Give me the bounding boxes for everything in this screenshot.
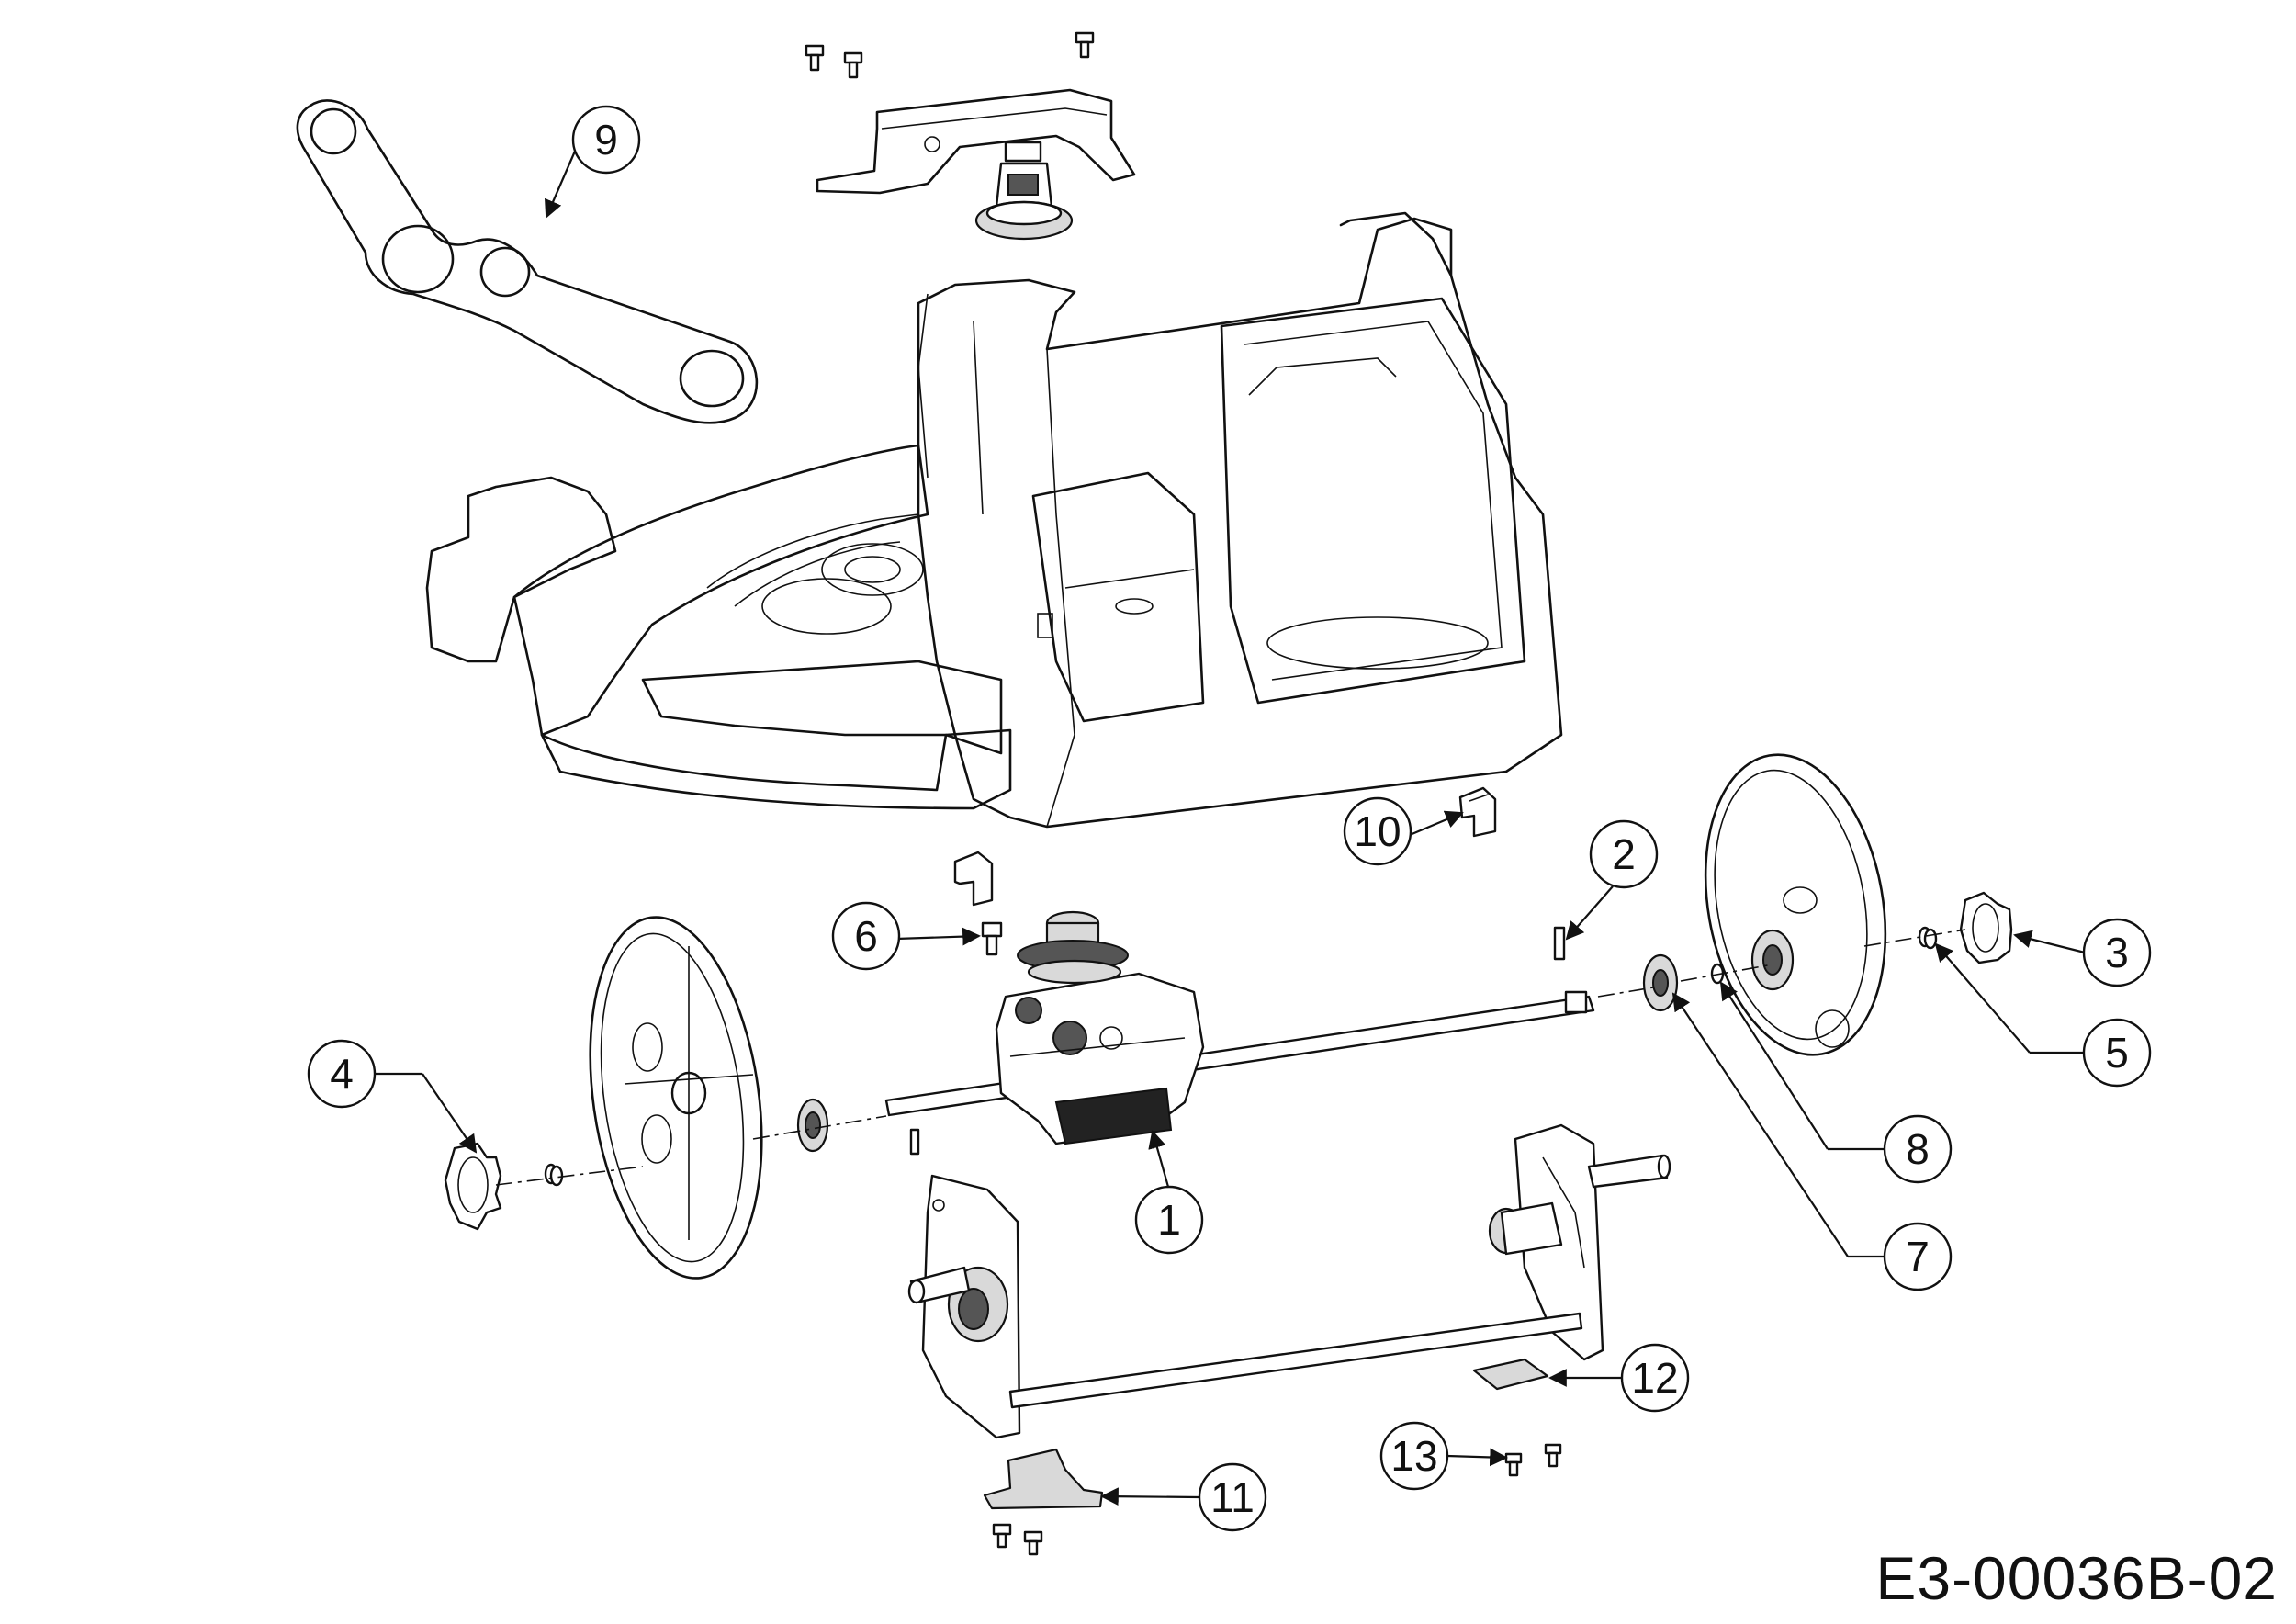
pin-part-2 xyxy=(1553,926,1566,961)
callout-10: 10 xyxy=(1343,796,1412,866)
callout-4: 4 xyxy=(307,1039,377,1109)
top-bracket-part xyxy=(816,88,1136,241)
washer-part-5 xyxy=(1918,926,1938,950)
callout-label-4: 4 xyxy=(330,1050,354,1098)
assembly-axis-lines xyxy=(495,929,1966,1186)
deck-housing-part xyxy=(425,211,1563,829)
callout-3: 3 xyxy=(2082,918,2152,987)
screws-part-13 xyxy=(1504,1443,1562,1477)
callout-label-5: 5 xyxy=(2105,1029,2129,1077)
callout-12: 12 xyxy=(1620,1343,1690,1413)
bracket-screws xyxy=(992,1523,1043,1556)
callout-7: 7 xyxy=(1883,1222,1953,1291)
callout-label-7: 7 xyxy=(1906,1233,1930,1280)
screw-part-6 xyxy=(981,921,1003,956)
top-screws xyxy=(805,31,1095,79)
callout-11: 11 xyxy=(1198,1462,1267,1532)
callout-8: 8 xyxy=(1883,1114,1953,1184)
callout-label-3: 3 xyxy=(2105,929,2129,976)
axle-pin xyxy=(909,1128,920,1156)
rear-height-adjuster xyxy=(907,1123,1671,1439)
callout-label-9: 9 xyxy=(594,116,618,164)
left-gear-part-4 xyxy=(444,1142,502,1231)
callout-label-2: 2 xyxy=(1612,830,1636,878)
callout-6: 6 xyxy=(831,901,901,971)
drawing-code: E3-00036B-02 xyxy=(1875,1544,2278,1612)
plate-part-12 xyxy=(1472,1358,1549,1391)
callout-label-1: 1 xyxy=(1157,1196,1181,1244)
right-bearing-part-7 xyxy=(1642,953,1679,1012)
leader-lines xyxy=(375,146,2086,1506)
bracket-part-11 xyxy=(983,1448,1104,1510)
callout-label-13: 13 xyxy=(1390,1432,1437,1480)
left-wheel-part xyxy=(589,916,763,1280)
right-wheel-part xyxy=(1704,753,1887,1056)
callout-label-12: 12 xyxy=(1631,1354,1678,1402)
right-gear-part-3 xyxy=(1959,891,2013,964)
callout-13: 13 xyxy=(1379,1421,1449,1491)
callout-label-8: 8 xyxy=(1906,1125,1930,1173)
callout-2: 2 xyxy=(1589,819,1659,889)
callout-5: 5 xyxy=(2082,1018,2152,1088)
callout-label-10: 10 xyxy=(1354,807,1401,855)
callout-label-6: 6 xyxy=(854,912,878,960)
callout-label-11: 11 xyxy=(1210,1473,1255,1521)
gearbox-clip xyxy=(953,851,994,907)
gearbox-part xyxy=(995,910,1205,1145)
belt-plate-part xyxy=(296,99,759,424)
callout-9: 9 xyxy=(571,105,641,175)
callout-1: 1 xyxy=(1134,1185,1204,1255)
axle-part xyxy=(884,990,1595,1117)
left-washer xyxy=(544,1163,564,1187)
clip-part-10 xyxy=(1458,786,1497,838)
left-bearing xyxy=(796,1098,829,1153)
